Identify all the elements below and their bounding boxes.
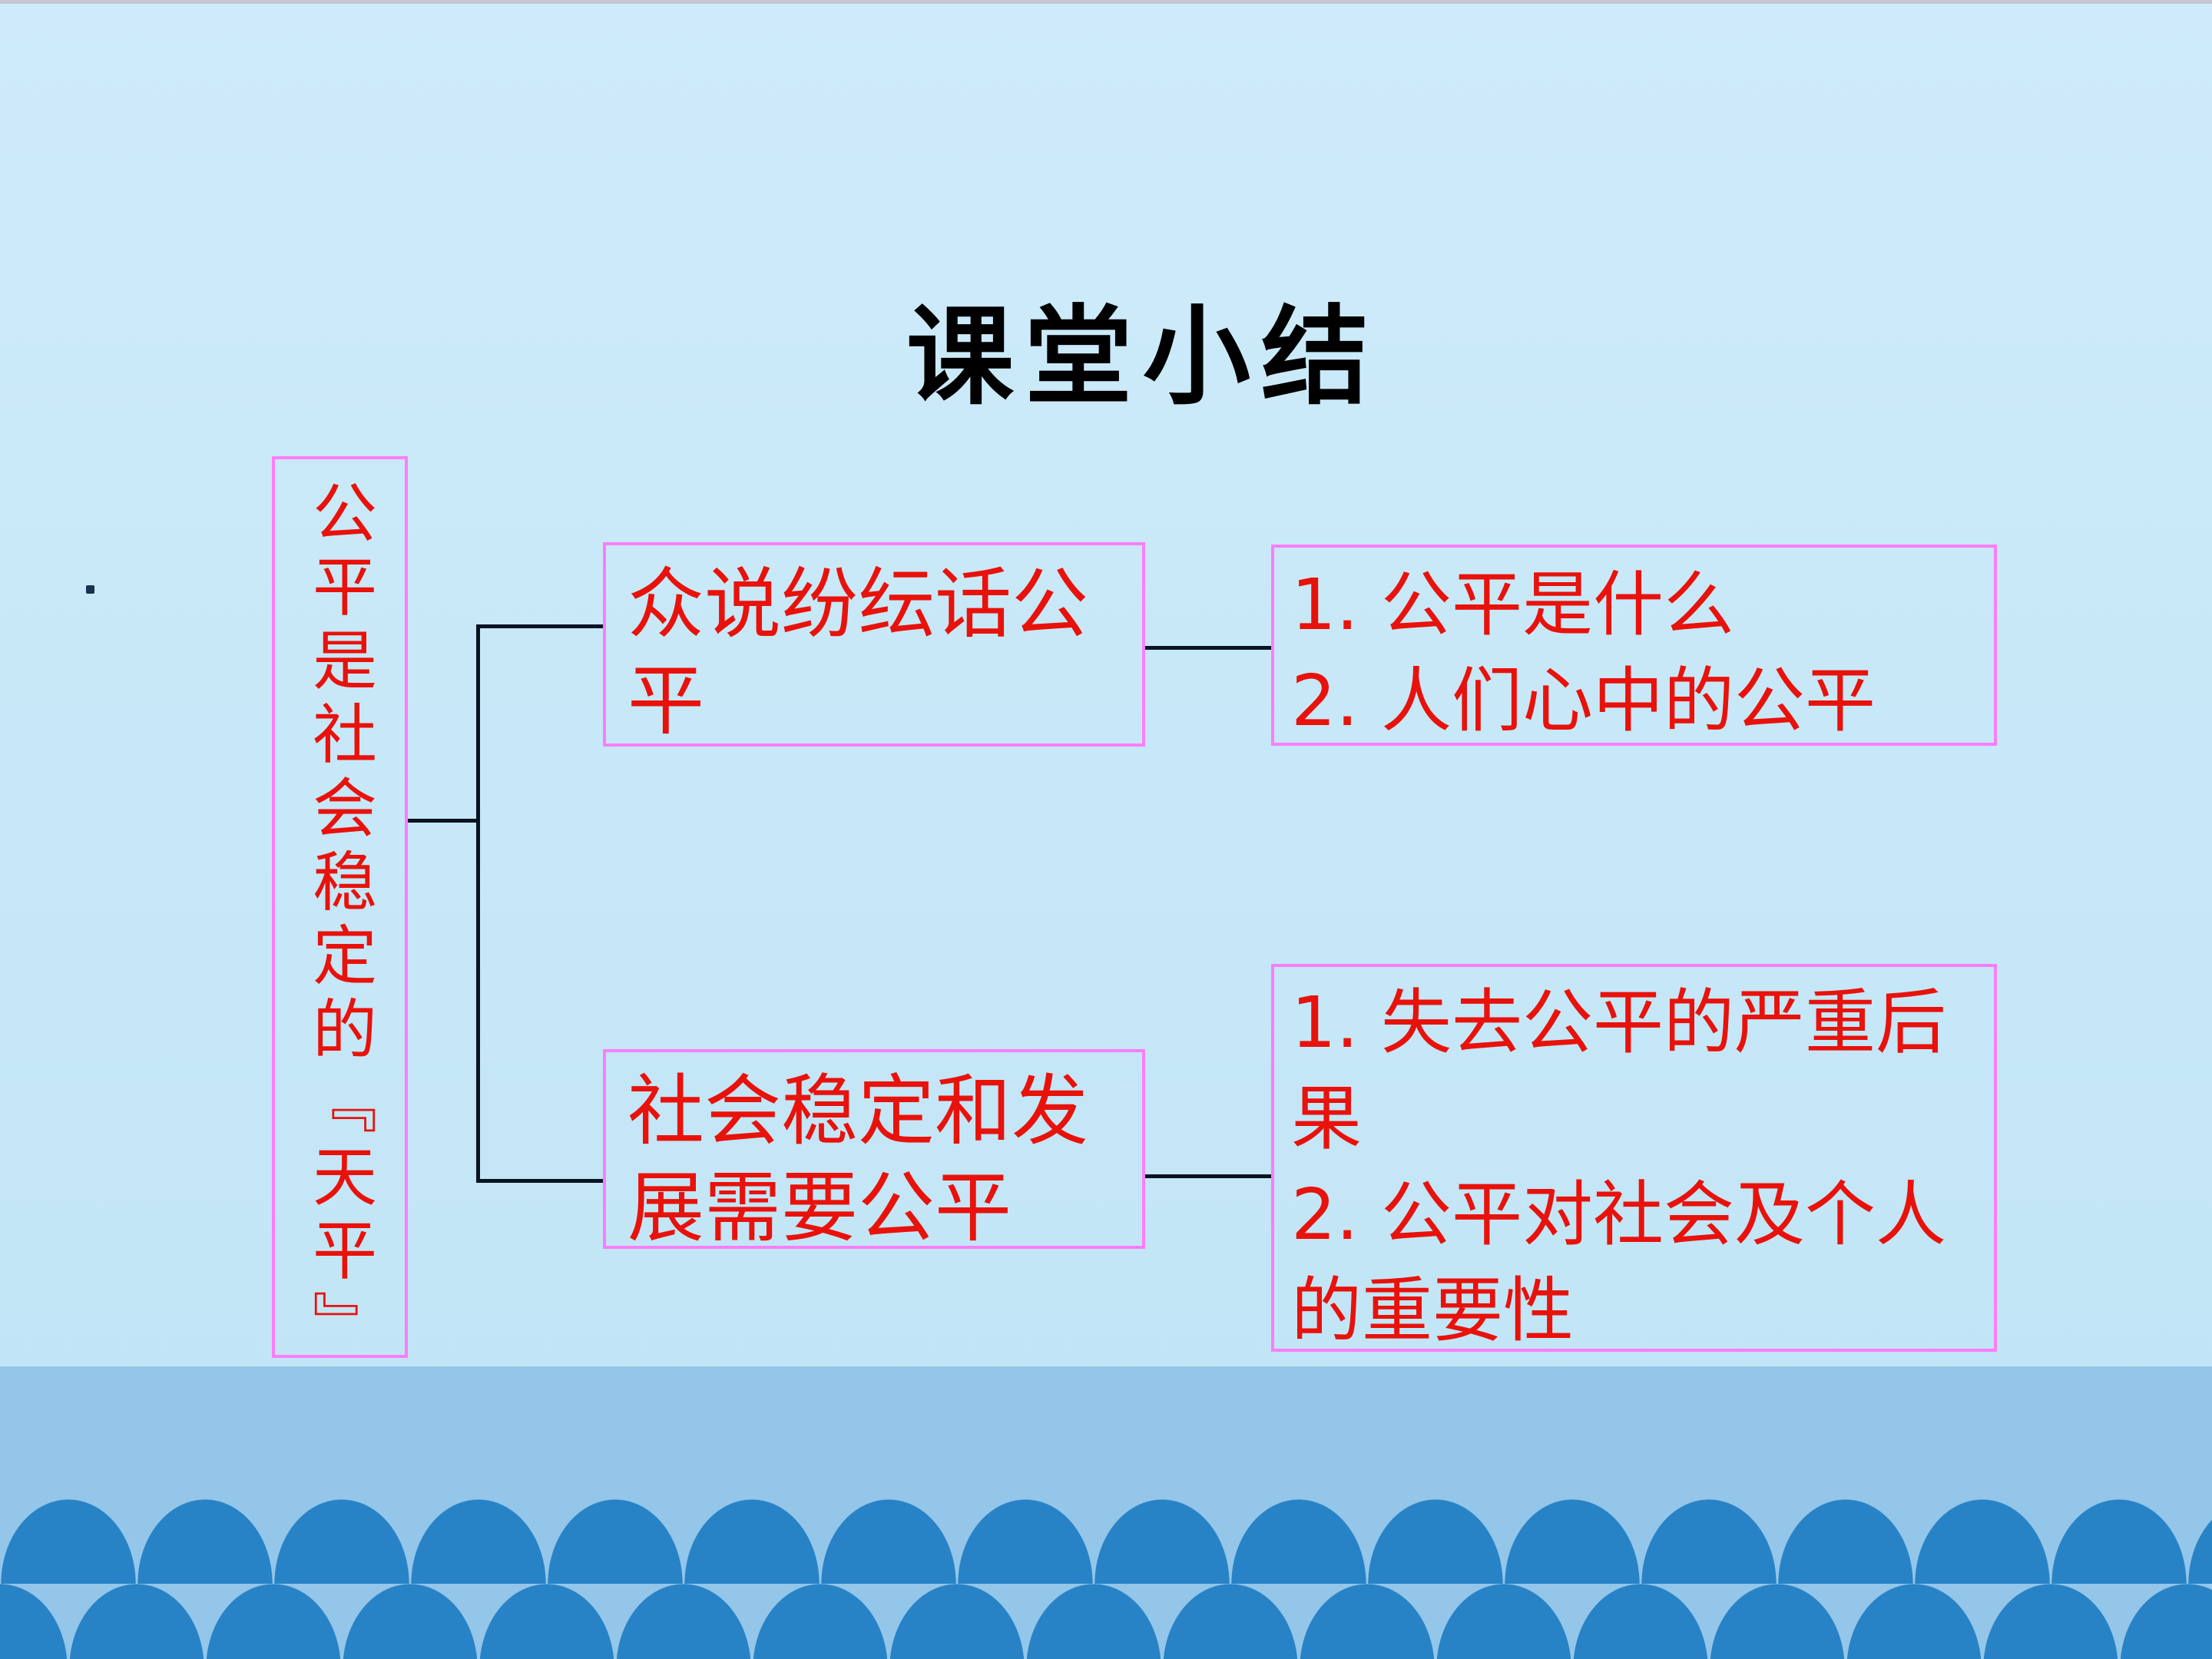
diagram-node2-details-box: 1. 失去公平的严重后果 2. 公平对社会及个人的重要性 xyxy=(1271,964,1997,1352)
footer-scallops-row2 xyxy=(0,1581,2212,1659)
diagram-node2-label: 社会稳定和发展需要公平 xyxy=(628,1066,1088,1253)
diagram-node1-box: 众说纷纭话公平 xyxy=(603,542,1145,747)
window-edge-strip xyxy=(0,0,2212,4)
detail-item: 1. 失去公平的严重后果 xyxy=(1291,982,1947,1161)
detail-item: 1. 公平是什么 xyxy=(1291,564,1735,646)
stray-ink-dot xyxy=(86,585,94,594)
connector-node2-detail xyxy=(1144,1174,1273,1178)
diagram-node1-details-box: 1. 公平是什么 2. 人们心中的公平 xyxy=(1271,545,1997,746)
detail-item: 2. 公平对社会及个人的重要性 xyxy=(1291,1174,1947,1353)
connector-branch-bottom xyxy=(478,1179,604,1183)
connector-root-to-trunk xyxy=(406,819,480,823)
diagram-root-text: 公平是社会稳定的『天平』 xyxy=(302,479,378,1364)
slide-title: 课堂小结 xyxy=(906,295,1380,420)
detail-item: 2. 人们心中的公平 xyxy=(1291,660,1876,743)
diagram-node1-label: 众说纷纭话公平 xyxy=(628,559,1088,746)
connector-node1-detail xyxy=(1144,646,1273,650)
connector-branch-top xyxy=(478,624,604,628)
connector-trunk xyxy=(476,624,480,1183)
diagram-root-box: 公平是社会稳定的『天平』 xyxy=(272,456,408,1364)
footer-scallops-row1 xyxy=(0,1496,2212,1584)
diagram-node2-box: 社会稳定和发展需要公平 xyxy=(603,1049,1145,1253)
